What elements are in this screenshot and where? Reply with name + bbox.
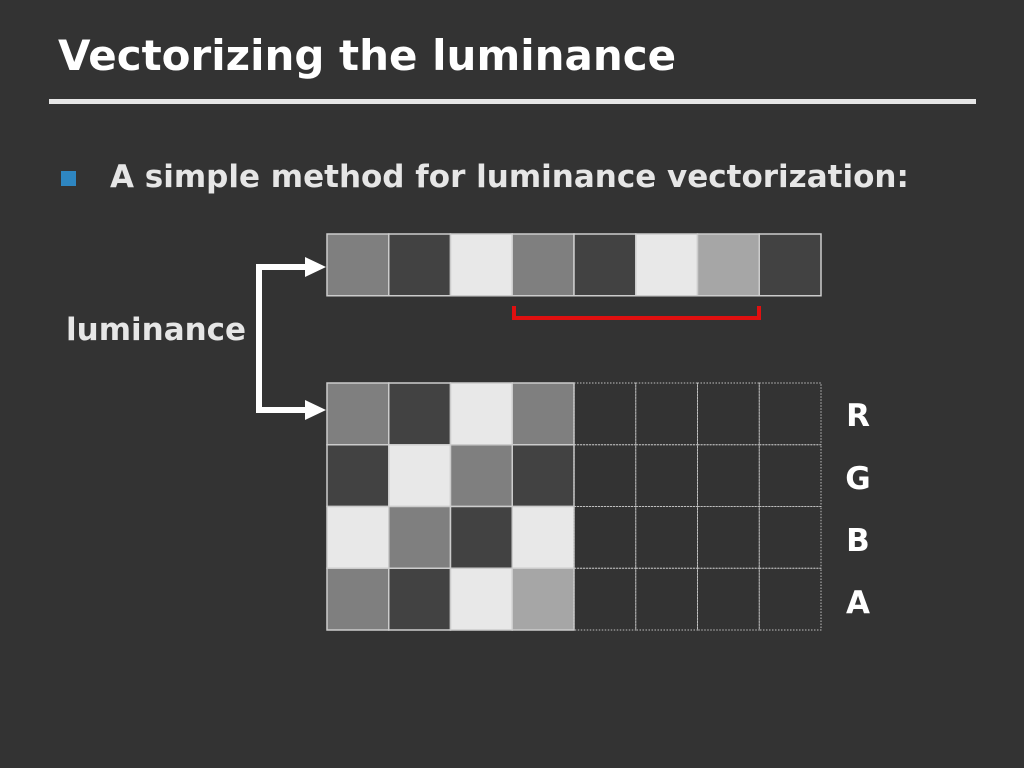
luminance-cell (388, 233, 452, 297)
empty-vector-cell (758, 506, 822, 569)
slide-title: Vectorizing the luminance (58, 31, 677, 80)
vector-cell (449, 382, 513, 446)
vector-cell (326, 505, 390, 569)
luminance-cell (758, 233, 822, 297)
vector-cell (449, 567, 513, 631)
empty-vector-cell (573, 506, 637, 569)
connector-line (256, 264, 307, 413)
empty-vector-cell (758, 567, 822, 631)
empty-vector-cell (573, 444, 637, 507)
empty-vector-cell (697, 506, 760, 569)
empty-vector-cell (697, 444, 760, 507)
luminance-cell (696, 233, 760, 297)
empty-vector-cell (697, 382, 760, 446)
vector-cell (511, 505, 575, 569)
empty-vector-cell (573, 567, 637, 631)
channel-label-b: B (846, 523, 870, 559)
vector-cell (326, 444, 390, 508)
empty-vector-cell (758, 444, 822, 507)
vector-cell (326, 567, 390, 631)
vector-cell (449, 505, 513, 569)
empty-vector-cell (573, 382, 637, 446)
vector-cell (511, 382, 575, 446)
arrow-head-to-luminance-row-icon (305, 257, 326, 277)
red-bracket (512, 306, 761, 320)
luminance-cell (449, 233, 513, 297)
channel-label-r: R (846, 398, 870, 434)
luminance-cell (573, 233, 637, 297)
vector-cell (326, 382, 390, 446)
empty-vector-cell (697, 567, 760, 631)
luminance-row (326, 233, 822, 297)
vector-cell (388, 382, 452, 446)
luminance-cell (635, 233, 699, 297)
empty-vector-cell (635, 506, 698, 569)
luminance-cell (326, 233, 390, 297)
empty-vector-cell (635, 382, 698, 446)
bullet-square-icon (61, 171, 76, 186)
arrow-head-to-vector-grid-icon (305, 400, 326, 420)
empty-vector-cell (758, 382, 822, 446)
rgba-vector-grid (326, 382, 822, 631)
title-divider (49, 99, 976, 104)
vector-cell (388, 444, 452, 508)
luminance-cell (511, 233, 575, 297)
channel-label-g: G (845, 461, 871, 497)
vector-cell (388, 505, 452, 569)
luminance-label: luminance (66, 312, 247, 348)
vector-cell (449, 444, 513, 508)
vector-cell (511, 444, 575, 508)
vector-cell (388, 567, 452, 631)
bullet-text: A simple method for luminance vectorizat… (110, 159, 909, 195)
vector-cell (511, 567, 575, 631)
channel-label-a: A (846, 585, 870, 621)
empty-vector-cell (635, 444, 698, 507)
empty-vector-cell (635, 567, 698, 631)
